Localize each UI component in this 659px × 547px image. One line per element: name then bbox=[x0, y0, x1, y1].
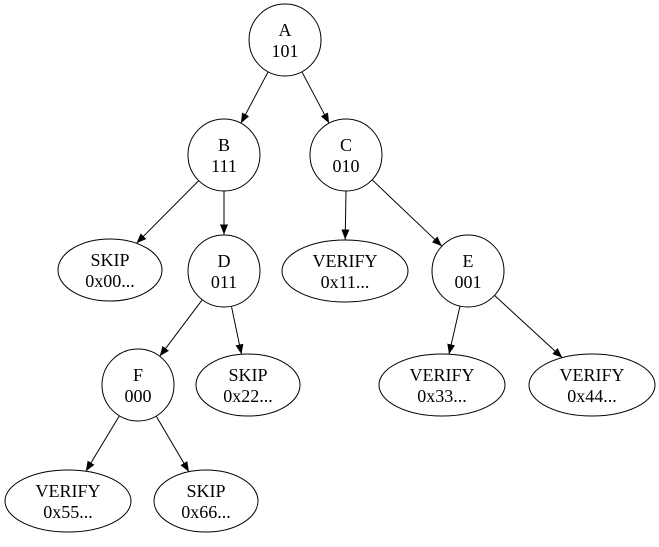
node-E-shape bbox=[431, 234, 505, 308]
node-F-value: 000 bbox=[125, 386, 152, 406]
node-E: E 001 bbox=[431, 234, 505, 308]
node-D: D 011 bbox=[187, 234, 261, 308]
node-skip-0x66: SKIP 0x66... bbox=[153, 469, 259, 533]
node-D-shape bbox=[187, 234, 261, 308]
node-B-value: 111 bbox=[211, 156, 237, 176]
node-C-value: 010 bbox=[333, 156, 360, 176]
node-D-value: 011 bbox=[211, 272, 237, 292]
node-A-value: 101 bbox=[272, 41, 299, 61]
node-verify-0x44: VERIFY 0x44... bbox=[528, 353, 656, 417]
node-skip-0x22: SKIP 0x22... bbox=[195, 353, 301, 417]
node-C-shape bbox=[309, 118, 383, 192]
edge-A-C bbox=[301, 71, 330, 124]
node-skip-0x22-label: SKIP bbox=[228, 365, 267, 385]
node-F-shape bbox=[101, 348, 175, 422]
node-E-label: E bbox=[463, 251, 474, 271]
edge-D-SKIP-0x22 bbox=[230, 306, 244, 355]
edge-C-VERIFY-0x11 bbox=[341, 190, 350, 240]
node-verify-0x55-value: 0x55... bbox=[43, 502, 93, 522]
node-verify-0x33-label: VERIFY bbox=[409, 365, 474, 385]
edge-E-VERIFY-0x33 bbox=[447, 305, 461, 355]
node-D-label: D bbox=[218, 251, 231, 271]
node-verify-0x11-shape bbox=[281, 239, 409, 303]
node-A: A 101 bbox=[248, 3, 322, 77]
node-verify-0x11-label: VERIFY bbox=[312, 251, 377, 271]
node-skip-0x66-shape bbox=[153, 469, 259, 533]
node-B: B 111 bbox=[187, 118, 261, 192]
node-B-shape bbox=[187, 118, 261, 192]
node-skip-0x00: SKIP 0x00... bbox=[57, 238, 163, 302]
node-E-value: 001 bbox=[455, 272, 482, 292]
node-verify-0x55-label: VERIFY bbox=[35, 481, 100, 501]
node-verify-0x33: VERIFY 0x33... bbox=[378, 353, 506, 417]
node-verify-0x11-value: 0x11... bbox=[321, 272, 370, 292]
edge-E-VERIFY-0x44 bbox=[494, 295, 563, 359]
node-skip-0x22-value: 0x22... bbox=[223, 386, 273, 406]
edges bbox=[85, 71, 563, 473]
node-skip-0x66-value: 0x66... bbox=[181, 502, 231, 522]
node-C-label: C bbox=[340, 135, 352, 155]
edge-D-F bbox=[159, 299, 203, 357]
node-A-shape bbox=[248, 3, 322, 77]
node-verify-0x11: VERIFY 0x11... bbox=[281, 239, 409, 303]
node-A-label: A bbox=[279, 20, 292, 40]
node-verify-0x44-label: VERIFY bbox=[559, 365, 624, 385]
node-C: C 010 bbox=[309, 118, 383, 192]
node-F-label: F bbox=[133, 365, 143, 385]
edge-A-B bbox=[240, 71, 269, 124]
node-verify-0x33-shape bbox=[378, 353, 506, 417]
node-verify-0x55: VERIFY 0x55... bbox=[4, 469, 132, 533]
node-verify-0x44-shape bbox=[528, 353, 656, 417]
node-verify-0x44-value: 0x44... bbox=[567, 386, 617, 406]
node-skip-0x66-label: SKIP bbox=[186, 481, 225, 501]
node-verify-0x33-value: 0x33... bbox=[417, 386, 467, 406]
node-skip-0x00-label: SKIP bbox=[90, 250, 129, 270]
node-skip-0x22-shape bbox=[195, 353, 301, 417]
node-verify-0x55-shape bbox=[4, 469, 132, 533]
node-B-label: B bbox=[218, 135, 230, 155]
edge-B-SKIP-0x00 bbox=[136, 180, 200, 244]
node-skip-0x00-value: 0x00... bbox=[85, 271, 135, 291]
node-skip-0x00-shape bbox=[57, 238, 163, 302]
edge-F-VERIFY-0x55 bbox=[85, 415, 120, 472]
edge-C-E bbox=[371, 179, 443, 247]
edge-F-SKIP-0x66 bbox=[155, 415, 190, 473]
node-F: F 000 bbox=[101, 348, 175, 422]
